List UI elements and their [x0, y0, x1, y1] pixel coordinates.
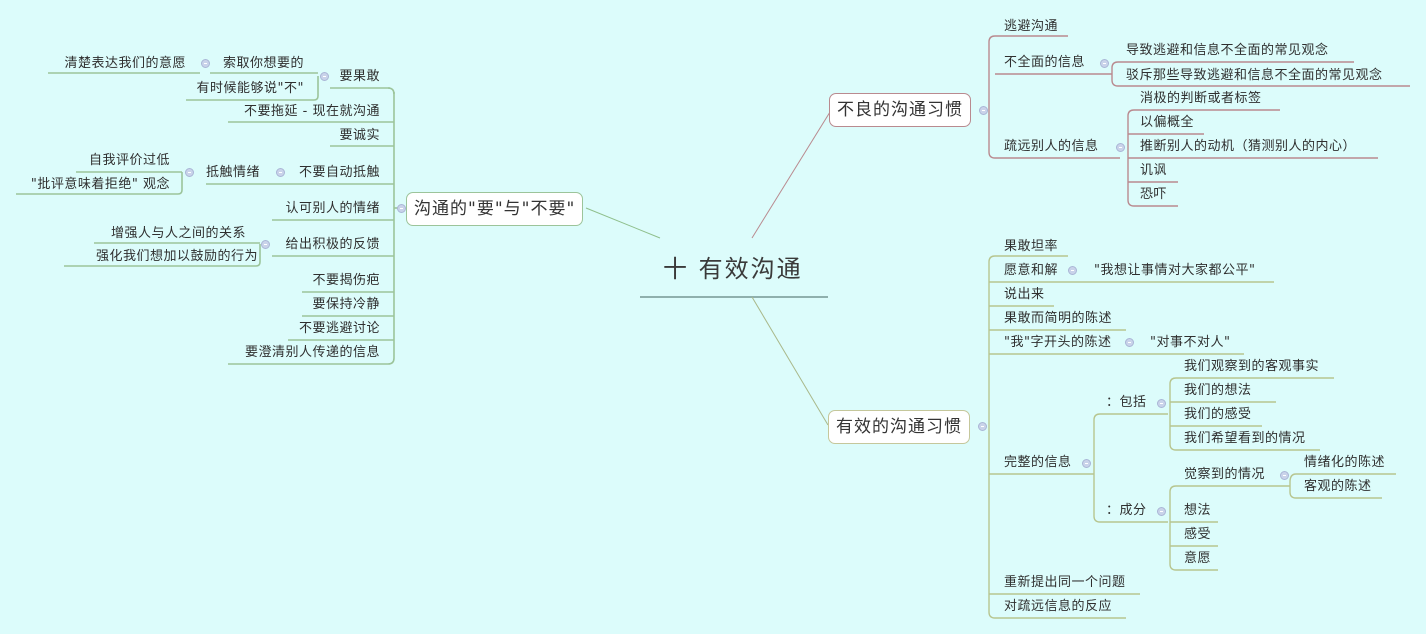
node-no-avoid-discussion[interactable]: 不要逃避讨论: [298, 321, 380, 336]
node-avoid-communication[interactable]: 逃避沟通: [1004, 19, 1059, 34]
node-emotional-statement[interactable]: 情绪化的陈述: [1304, 455, 1386, 470]
collapse-icon[interactable]: [320, 72, 329, 81]
collapse-icon[interactable]: [978, 422, 987, 431]
node-sarcasm[interactable]: 讥讽: [1140, 163, 1168, 178]
collapse-icon[interactable]: [261, 240, 270, 249]
collapse-icon[interactable]: [201, 59, 210, 68]
node-incomplete-info[interactable]: 不全面的信息: [1004, 55, 1086, 70]
node-no-delay[interactable]: 不要拖延 - 现在就沟通: [244, 104, 380, 119]
collapse-icon[interactable]: [185, 168, 194, 177]
node-resistance-emotion[interactable]: 抵触情绪: [205, 165, 260, 180]
node-thoughts[interactable]: 想法: [1184, 503, 1212, 518]
collapse-icon[interactable]: [1068, 266, 1077, 275]
topic-dos-and-donts[interactable]: 沟通的"要"与"不要": [406, 192, 584, 226]
node-objective-statement[interactable]: 客观的陈述: [1304, 479, 1372, 494]
node-ask-for-what-you-want[interactable]: 索取你想要的: [222, 56, 304, 71]
node-alienating-messages[interactable]: 疏远别人的信息: [1004, 139, 1099, 154]
node-complete-message[interactable]: 完整的信息: [1004, 455, 1072, 470]
node-express-wishes[interactable]: 清楚表达我们的意愿: [64, 56, 186, 71]
node-acknowledge-emotions[interactable]: 认可别人的情绪: [285, 201, 380, 216]
node-criticism-rejection[interactable]: "批评意味着拒绝" 观念: [30, 177, 170, 192]
node-infer-motives[interactable]: 推断别人的动机（猜测别人的内心）: [1140, 139, 1357, 154]
node-components[interactable]: ：成分: [1106, 503, 1147, 518]
node-concise-statement[interactable]: 果敢而简明的陈述: [1004, 311, 1113, 326]
node-positive-feedback[interactable]: 给出积极的反馈: [285, 237, 380, 252]
node-clarify-messages[interactable]: 要澄清别人传递的信息: [244, 345, 380, 360]
node-strengthen-relations[interactable]: 增强人与人之间的关系: [110, 226, 246, 241]
node-threaten[interactable]: 恐吓: [1140, 187, 1168, 202]
collapse-icon[interactable]: [1280, 471, 1289, 480]
collapse-icon[interactable]: [276, 168, 285, 177]
node-desired-outcome[interactable]: 我们希望看到的情况: [1184, 431, 1306, 446]
node-stay-calm[interactable]: 要保持冷静: [312, 297, 380, 312]
collapse-icon[interactable]: [1157, 399, 1166, 408]
node-i-statements[interactable]: "我"字开头的陈述: [1004, 335, 1112, 350]
node-observed-facts[interactable]: 我们观察到的客观事实: [1184, 359, 1320, 374]
collapse-icon[interactable]: [1157, 507, 1166, 516]
node-refute-beliefs[interactable]: 驳斥那些导致逃避和信息不全面的常见观念: [1126, 68, 1383, 83]
collapse-icon[interactable]: [397, 204, 406, 213]
node-our-thoughts[interactable]: 我们的想法: [1184, 383, 1252, 398]
node-low-self-esteem[interactable]: 自我评价过低: [88, 153, 170, 168]
node-be-honest[interactable]: 要诚实: [339, 128, 380, 143]
node-willing-reconcile[interactable]: 愿意和解: [1004, 263, 1059, 278]
node-be-assertive[interactable]: 要果敢: [339, 69, 380, 84]
node-say-no[interactable]: 有时候能够说"不": [196, 81, 304, 96]
node-includes[interactable]: ：包括: [1106, 395, 1147, 410]
node-no-old-wounds[interactable]: 不要揭伤疤: [312, 273, 380, 288]
node-feelings[interactable]: 感受: [1184, 527, 1212, 542]
node-no-auto-resist[interactable]: 不要自动抵触: [298, 165, 380, 180]
topic-bad-habits[interactable]: 不良的沟通习惯: [829, 93, 971, 127]
node-speak-up[interactable]: 说出来: [1004, 287, 1045, 302]
central-topic[interactable]: 十 有效沟通: [663, 255, 803, 283]
node-assertive-frank[interactable]: 果敢坦率: [1004, 239, 1059, 254]
node-issue-not-person[interactable]: "对事不对人": [1150, 335, 1231, 350]
collapse-icon[interactable]: [1100, 59, 1109, 68]
node-response-alienating[interactable]: 对疏远信息的反应: [1004, 599, 1113, 614]
node-perceived-situation[interactable]: 觉察到的情况: [1184, 467, 1266, 482]
collapse-icon[interactable]: [1125, 338, 1134, 347]
collapse-icon[interactable]: [1116, 143, 1125, 152]
node-wishes[interactable]: 意愿: [1184, 551, 1212, 566]
node-fair-to-all[interactable]: "我想让事情对大家都公平": [1094, 263, 1256, 278]
node-repeat-question[interactable]: 重新提出同一个问题: [1004, 575, 1126, 590]
collapse-icon[interactable]: [979, 106, 988, 115]
topic-effective-habits[interactable]: 有效的沟通习惯: [828, 410, 970, 444]
collapse-icon[interactable]: [1082, 459, 1091, 468]
node-overgeneralize[interactable]: 以偏概全: [1140, 115, 1195, 130]
node-reinforce-behavior[interactable]: 强化我们想加以鼓励的行为: [95, 249, 258, 264]
node-negative-labels[interactable]: 消极的判断或者标签: [1140, 91, 1262, 106]
node-common-beliefs[interactable]: 导致逃避和信息不全面的常见观念: [1126, 43, 1329, 58]
node-our-feelings[interactable]: 我们的感受: [1184, 407, 1252, 422]
